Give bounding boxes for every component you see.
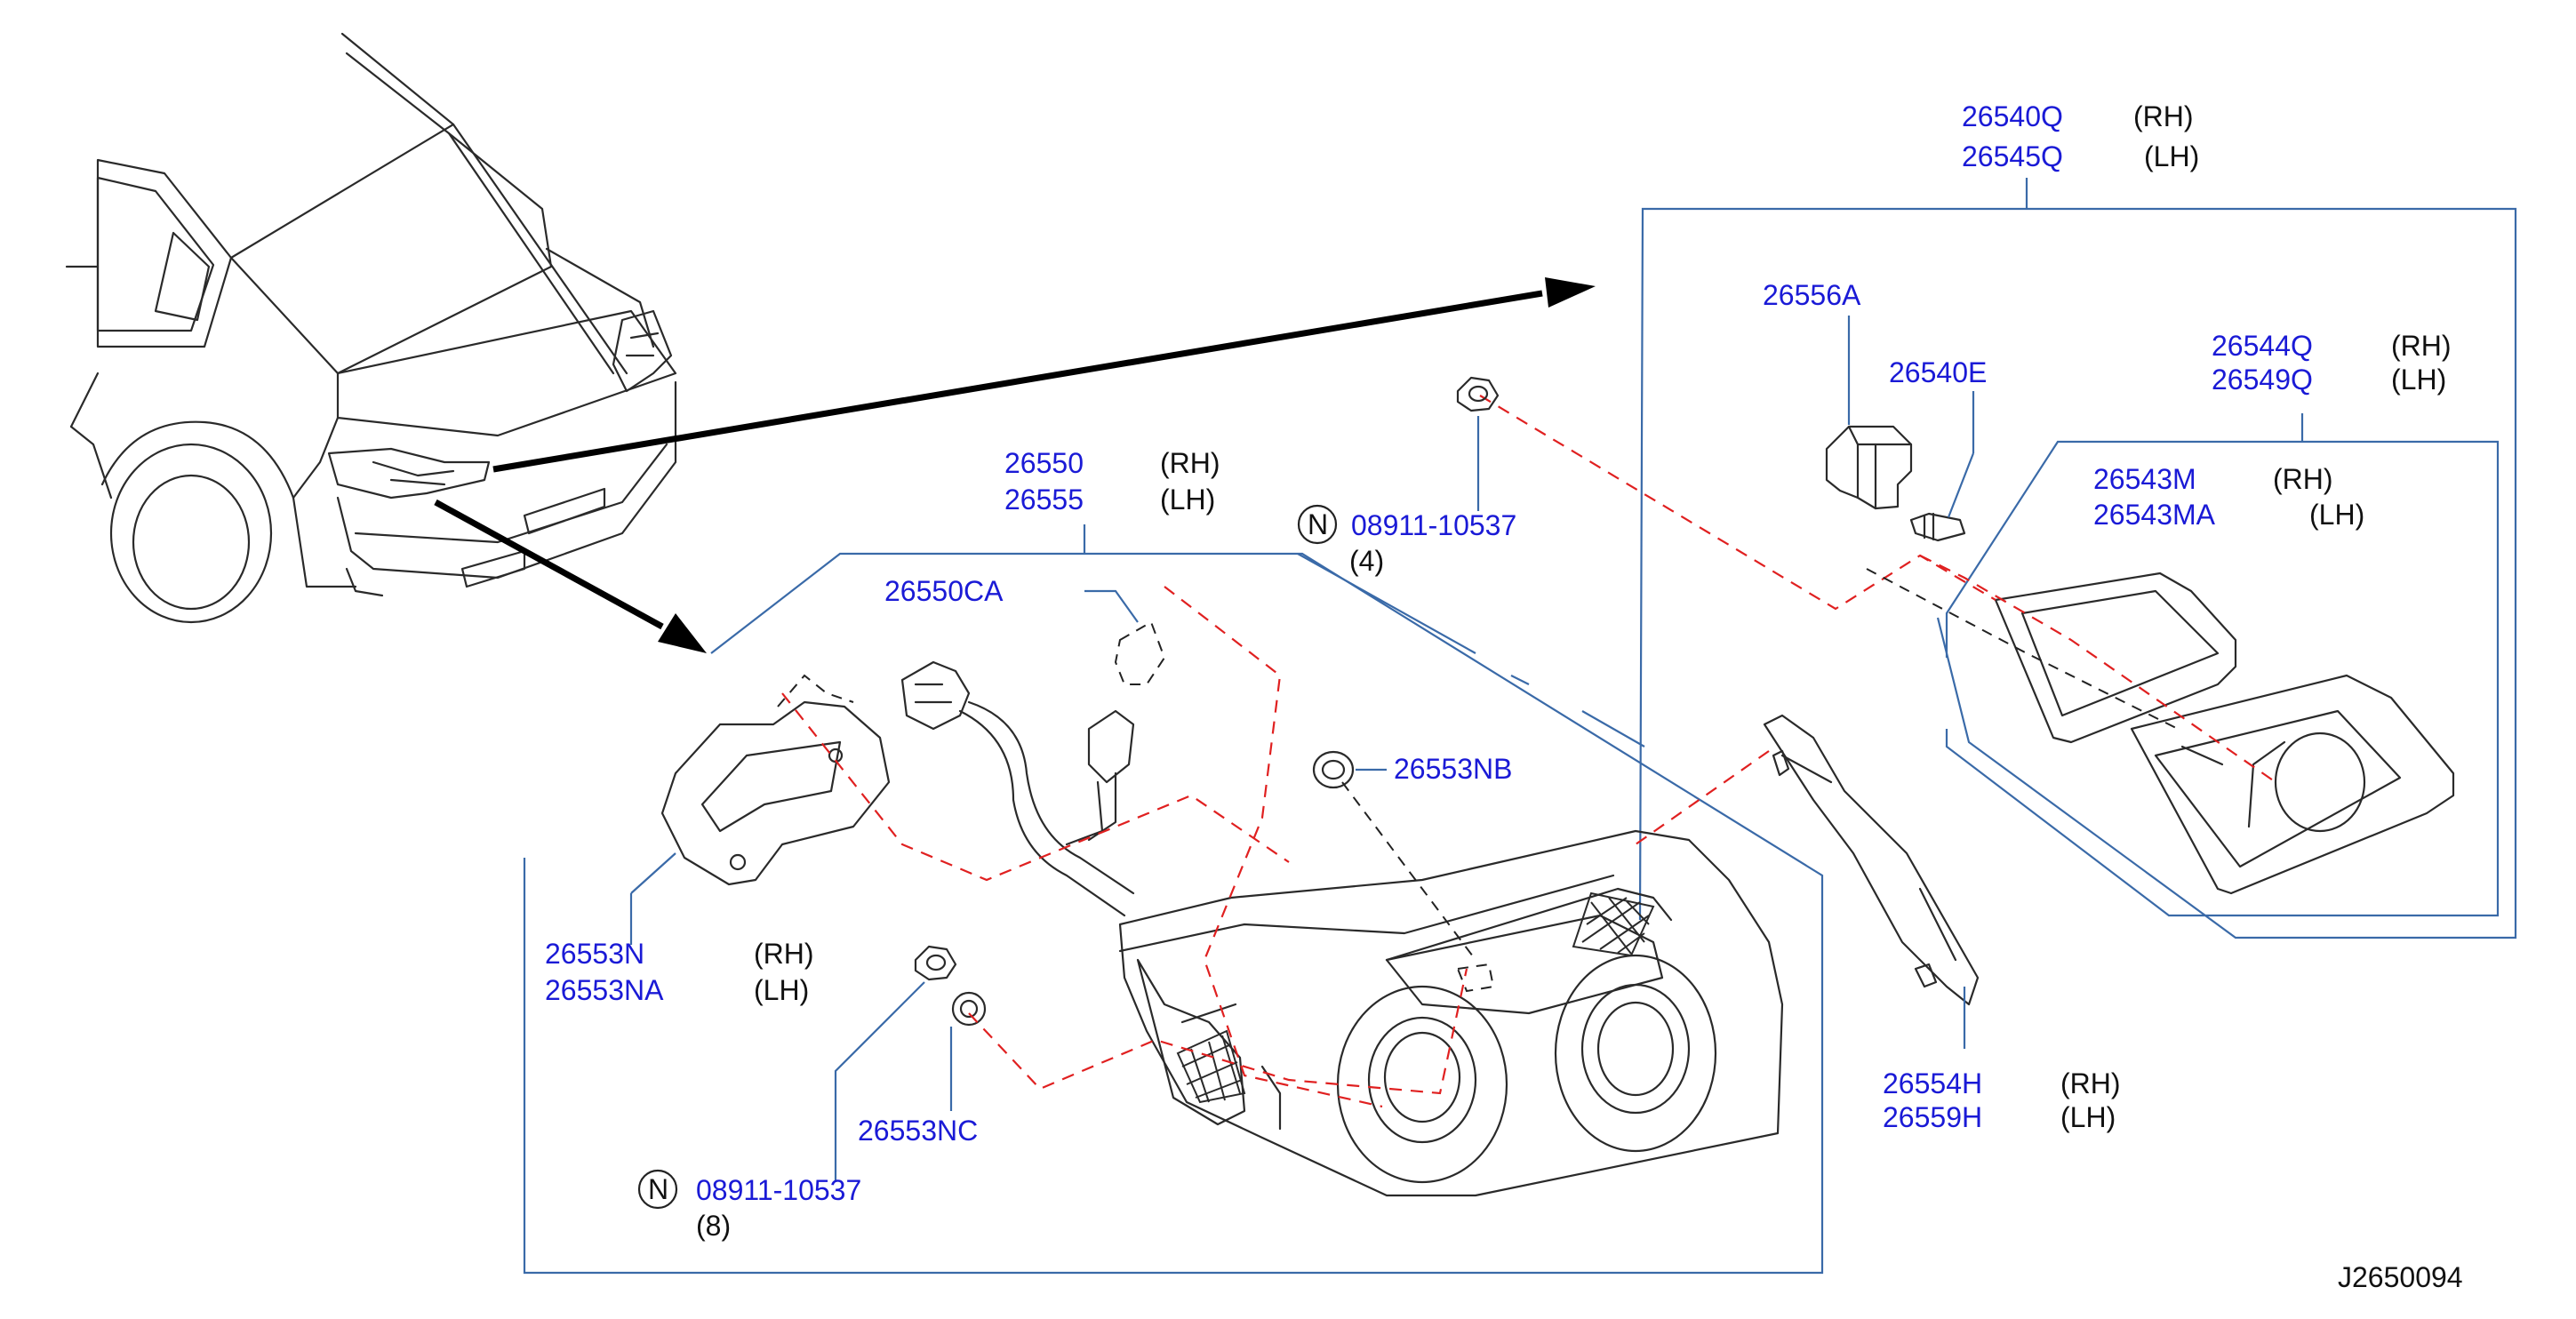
- hatched-lens-lower: [1176, 1029, 1246, 1104]
- callout-nut-top: 08911-10537: [1351, 509, 1516, 541]
- callout-inner-lh: 26549Q: [2212, 364, 2313, 396]
- callout-seal-rh-side: (RH): [2060, 1067, 2121, 1099]
- callout-nut-top-qty: (4): [1349, 545, 1384, 577]
- callout-lens-lh: 26543MA: [2093, 499, 2216, 531]
- nut-top-part: [1456, 376, 1500, 511]
- n-marker-bottom-label: N: [648, 1173, 668, 1205]
- gasket-part: [629, 674, 891, 945]
- callout-assy-rh-side: (RH): [2133, 100, 2194, 132]
- callout-grommet-nc: 26553NC: [858, 1115, 978, 1147]
- callout-nut-bottom: 08911-10537: [696, 1174, 861, 1206]
- callout-harness: 26550CA: [884, 575, 1004, 607]
- nut-bottom-part: [834, 945, 957, 1182]
- callout-gasket-lh: 26553NA: [545, 974, 664, 1006]
- callout-bulb-e: 26540E: [1889, 356, 1987, 388]
- outer-lamp-frame: [523, 552, 1824, 1275]
- harness-part: [900, 589, 1166, 917]
- callout-assy-rh: 26540Q: [1962, 100, 2063, 132]
- n-marker-bottom: [637, 1169, 678, 1210]
- tail-lamp-housing: [1118, 829, 1784, 1197]
- callout-inner-rh-side: (RH): [2391, 330, 2452, 362]
- inner-lamp-group: [1479, 178, 2517, 939]
- n-marker-top-label: N: [1308, 508, 1328, 540]
- callout-labels: 26540Q (RH) 26545Q (LH) 26556A 26540E 26…: [545, 100, 2463, 1293]
- callout-inner-rh: 26544Q: [2212, 330, 2313, 362]
- callout-inner-lh-side: (LH): [2391, 364, 2446, 396]
- callout-nut-bottom-qty: (8): [696, 1210, 731, 1242]
- callout-assy-lh: 26545Q: [1962, 140, 2063, 172]
- callout-lens-rh: 26543M: [2093, 463, 2196, 495]
- callout-outer-rh: 26550: [1004, 447, 1084, 479]
- vehicle-rear-illustration: [65, 32, 677, 624]
- callout-gasket-lh-side: (LH): [754, 974, 809, 1006]
- inner-lens-part: [1994, 572, 2455, 895]
- inner-lamp-frame: [1638, 207, 2517, 939]
- pointer-arrows: [434, 277, 1596, 653]
- callout-gasket-rh-side: (RH): [754, 938, 814, 970]
- n-marker-top: [1297, 504, 1338, 545]
- callout-outer-lh-side: (LH): [1160, 484, 1215, 516]
- outer-lamp-group: [523, 524, 1980, 1275]
- callout-gasket-rh: 26553N: [545, 938, 644, 970]
- hatched-lens-upper: [1572, 891, 1655, 957]
- grommet-nb-part: [1312, 750, 1387, 789]
- seal-strip-part: [1763, 714, 1980, 1049]
- callout-lens-lh-side: (LH): [2309, 499, 2364, 531]
- callout-socket: 26556A: [1763, 279, 1861, 311]
- callout-lens-rh-side: (RH): [2273, 463, 2333, 495]
- bulb-part: [1909, 391, 1975, 542]
- callout-assy-lh-side: (LH): [2144, 140, 2199, 172]
- socket-part: [1825, 316, 1913, 510]
- grommet-nc-part: [949, 991, 987, 1111]
- inner-lens-frame: [1945, 440, 2500, 917]
- callout-outer-lh: 26555: [1004, 484, 1084, 516]
- callout-seal-rh: 26554H: [1883, 1067, 1982, 1099]
- callout-seal-lh: 26559H: [1883, 1101, 1982, 1133]
- callout-seal-lh-side: (LH): [2060, 1101, 2116, 1133]
- figure-id: J2650094: [2338, 1261, 2463, 1293]
- callout-grommet-nb: 26553NB: [1394, 753, 1512, 785]
- callout-outer-rh-side: (RH): [1160, 447, 1220, 479]
